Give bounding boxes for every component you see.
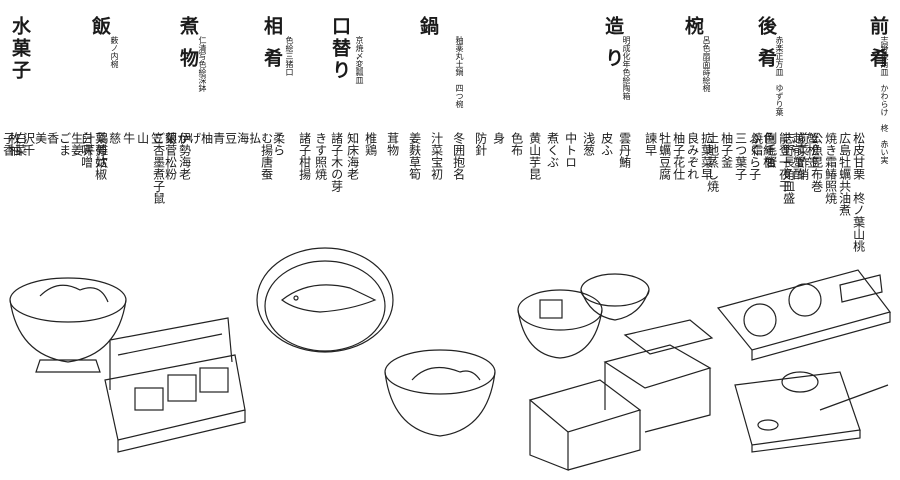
course-vessel-nabe: 釉薬丸土鍋 四つ椀 <box>455 36 464 108</box>
menu-item-goisaki: 越前蟹酢 <box>791 132 806 180</box>
menu-item-meshi: 山 <box>135 132 150 144</box>
menu-item-aizakana: 諸子柑揚 <box>297 132 312 180</box>
menu-item-nabe: 浅葱 <box>581 132 596 156</box>
menu-item-nabe: 雲丹鮪 <box>617 132 632 168</box>
menu-item-nimono: 払 <box>247 132 262 144</box>
menu-item-tsukuri: 良みぞれ <box>685 132 700 180</box>
course-title-tsukuri: 造 り <box>602 16 624 70</box>
menu-item-goisaki: 剛毛蟹 <box>763 132 778 168</box>
tsukuri-lidded-bowl-illustration <box>517 273 650 359</box>
menu-item-mizugashi: 沢千 <box>21 132 36 156</box>
menu-item-aizakana: 知床海老 <box>345 132 360 180</box>
menu-item-nimono: ご杏墨煮子鼠 <box>151 132 166 204</box>
menu-item-tsukuri: 諫早 <box>643 132 658 156</box>
menu-item-nimono: 柔ら <box>271 132 286 156</box>
menu-item-nabe: 身 <box>491 132 506 144</box>
menu-item-mizugashi: 香 <box>45 132 60 144</box>
menu-item-zensai: 焼き霜鰆照焼 <box>823 132 838 204</box>
menu-item-nimono: か <box>175 132 190 144</box>
menu-item-nimono: 青 <box>211 132 226 144</box>
course-title-nimono: 煮 物 <box>177 16 199 70</box>
menu-item-zensai: 公魚昆布巻 <box>809 132 824 192</box>
menu-item-mizugashi: 生姜 <box>69 132 84 156</box>
menu-item-tsukuri: 牡蠣豆腐 <box>657 132 672 180</box>
menu-item-nabe: 防針 <box>473 132 488 156</box>
menu-item-mizugashi: 美 <box>33 132 48 144</box>
course-vessel-nimono: 仁清写色絵深鉢 <box>198 36 207 92</box>
menu-item-nimono: む揚唐蚕 <box>259 132 274 180</box>
meshi-tray-illustration <box>104 317 246 453</box>
menu-item-kuchigawari: 椎鶏 <box>363 132 378 156</box>
menu-item-nimono: げ <box>187 132 202 144</box>
menu-item-mizugashi: ごま <box>57 132 72 156</box>
menu-item-nimono: 豆 <box>223 132 238 144</box>
menu-item-meshi: 菜蒡姑椒 <box>93 132 108 180</box>
course-vessel-goisaki: 赤楽正方皿 ゆずり葉 <box>775 36 784 116</box>
menu-item-goisaki: 焼霜 <box>749 132 764 156</box>
course-vessel-kuchigawari: 京焼〆変瓢皿 <box>355 36 364 84</box>
menu-item-mizugashi: 枚柚 <box>7 132 22 156</box>
menu-item-nabe: 煮くぶ <box>545 132 560 168</box>
zensai-square-dish-illustration <box>734 371 889 453</box>
course-title-nabe: 鍋 <box>417 16 439 38</box>
menu-item-kuchigawari: 冬囲抱名 <box>451 132 466 180</box>
course-title-zensai: 前 肴 <box>867 16 889 70</box>
course-vessel-aizakana: 色絵三猪口 <box>285 36 294 76</box>
course-title-kuchigawari: 口替り <box>329 16 351 82</box>
menu-item-nabe: 色布 <box>509 132 524 156</box>
aizakana-plate-illustration <box>256 247 394 353</box>
menu-item-nabe: 中トロ <box>563 132 578 168</box>
menu-item-wan: 土地蒸し焼 <box>705 132 720 192</box>
menu-item-mizugashi: 子香 <box>1 132 16 156</box>
course-title-wan: 椀 <box>682 16 704 38</box>
menu-item-meshi: 牛 <box>121 132 136 144</box>
course-title-mizugashi: 水菓子 <box>9 16 31 82</box>
goisaki-platter-illustration <box>716 269 892 361</box>
menu-item-nimono: 海 <box>235 132 250 144</box>
menu-item-kuchigawari: 汁菜宝初 <box>429 132 444 180</box>
menu-item-wan: 色紙柚 <box>761 132 776 168</box>
menu-item-zensai: 広島牡蠣共油煮 <box>837 132 852 216</box>
menu-item-tsukuri: 柚子花仕 <box>671 132 686 180</box>
menu-item-zensai: 松皮甘栗 柊ノ葉山桃 <box>851 132 866 252</box>
menu-item-meshi: 菊菅松粉 <box>163 132 178 180</box>
menu-item-meshi: 伊勢海老 <box>177 132 192 180</box>
wan-stacked-box-illustration <box>528 319 714 471</box>
menu-item-nabe: 皮ふ <box>599 132 614 156</box>
menu-item-zensai: 志野長角皿盛 <box>781 132 796 204</box>
course-vessel-tsukuri: 明成化年色絵陶箱 <box>622 36 631 100</box>
course-title-aizakana: 相 肴 <box>261 16 283 70</box>
menu-item-mizugashi: 白菜 <box>13 132 28 156</box>
course-title-meshi: 飯 <box>89 16 111 38</box>
menu-item-mizugashi: 鶏雑炊 <box>94 132 109 168</box>
menu-item-zensai: 前菜酢蛸 <box>795 132 810 180</box>
menu-item-tsukuri: 拡葉菜早 <box>699 132 714 180</box>
menu-item-meshi: 笠 <box>149 132 164 144</box>
menu-item-aizakana: きす照焼 <box>313 132 328 180</box>
menu-item-goisaki: 蟹松笠 <box>805 132 820 168</box>
menu-item-goisaki: 能登一夜干 <box>777 132 792 192</box>
menu-item-kuchigawari: 茸物 <box>385 132 400 156</box>
course-title-goisaki: 後 肴 <box>755 16 777 70</box>
course-vessel-meshi: 薮ノ内椀 <box>110 36 119 68</box>
mizugashi-bowl-illustration <box>9 277 127 373</box>
menu-item-meshi: 白味噌 <box>79 132 94 168</box>
menu-item-nabe: 黄山芋昆 <box>527 132 542 180</box>
menu-item-nimono: 柚 <box>199 132 214 144</box>
nabe-bowl-illustration <box>384 349 496 437</box>
course-vessel-wan: 呂色扇面蒔絵椀 <box>702 36 711 92</box>
menu-item-wan: 三つ葉子 <box>733 132 748 180</box>
menu-item-meshi: 慈 <box>107 132 122 144</box>
menu-item-aizakana: 諸子木の芽 <box>329 132 344 192</box>
course-vessel-zensai: 志野長角皿 かわらけ 柊 赤い実 <box>880 36 889 164</box>
menu-item-nimono: 銀 <box>163 132 178 144</box>
menu-item-wan: 柚子釜 <box>719 132 734 168</box>
menu-item-kuchigawari: 姜麩草筍 <box>407 132 422 180</box>
menu-item-mizugashi: 汁芹 <box>81 132 96 156</box>
menu-item-wan: ふくら子 <box>747 132 762 180</box>
